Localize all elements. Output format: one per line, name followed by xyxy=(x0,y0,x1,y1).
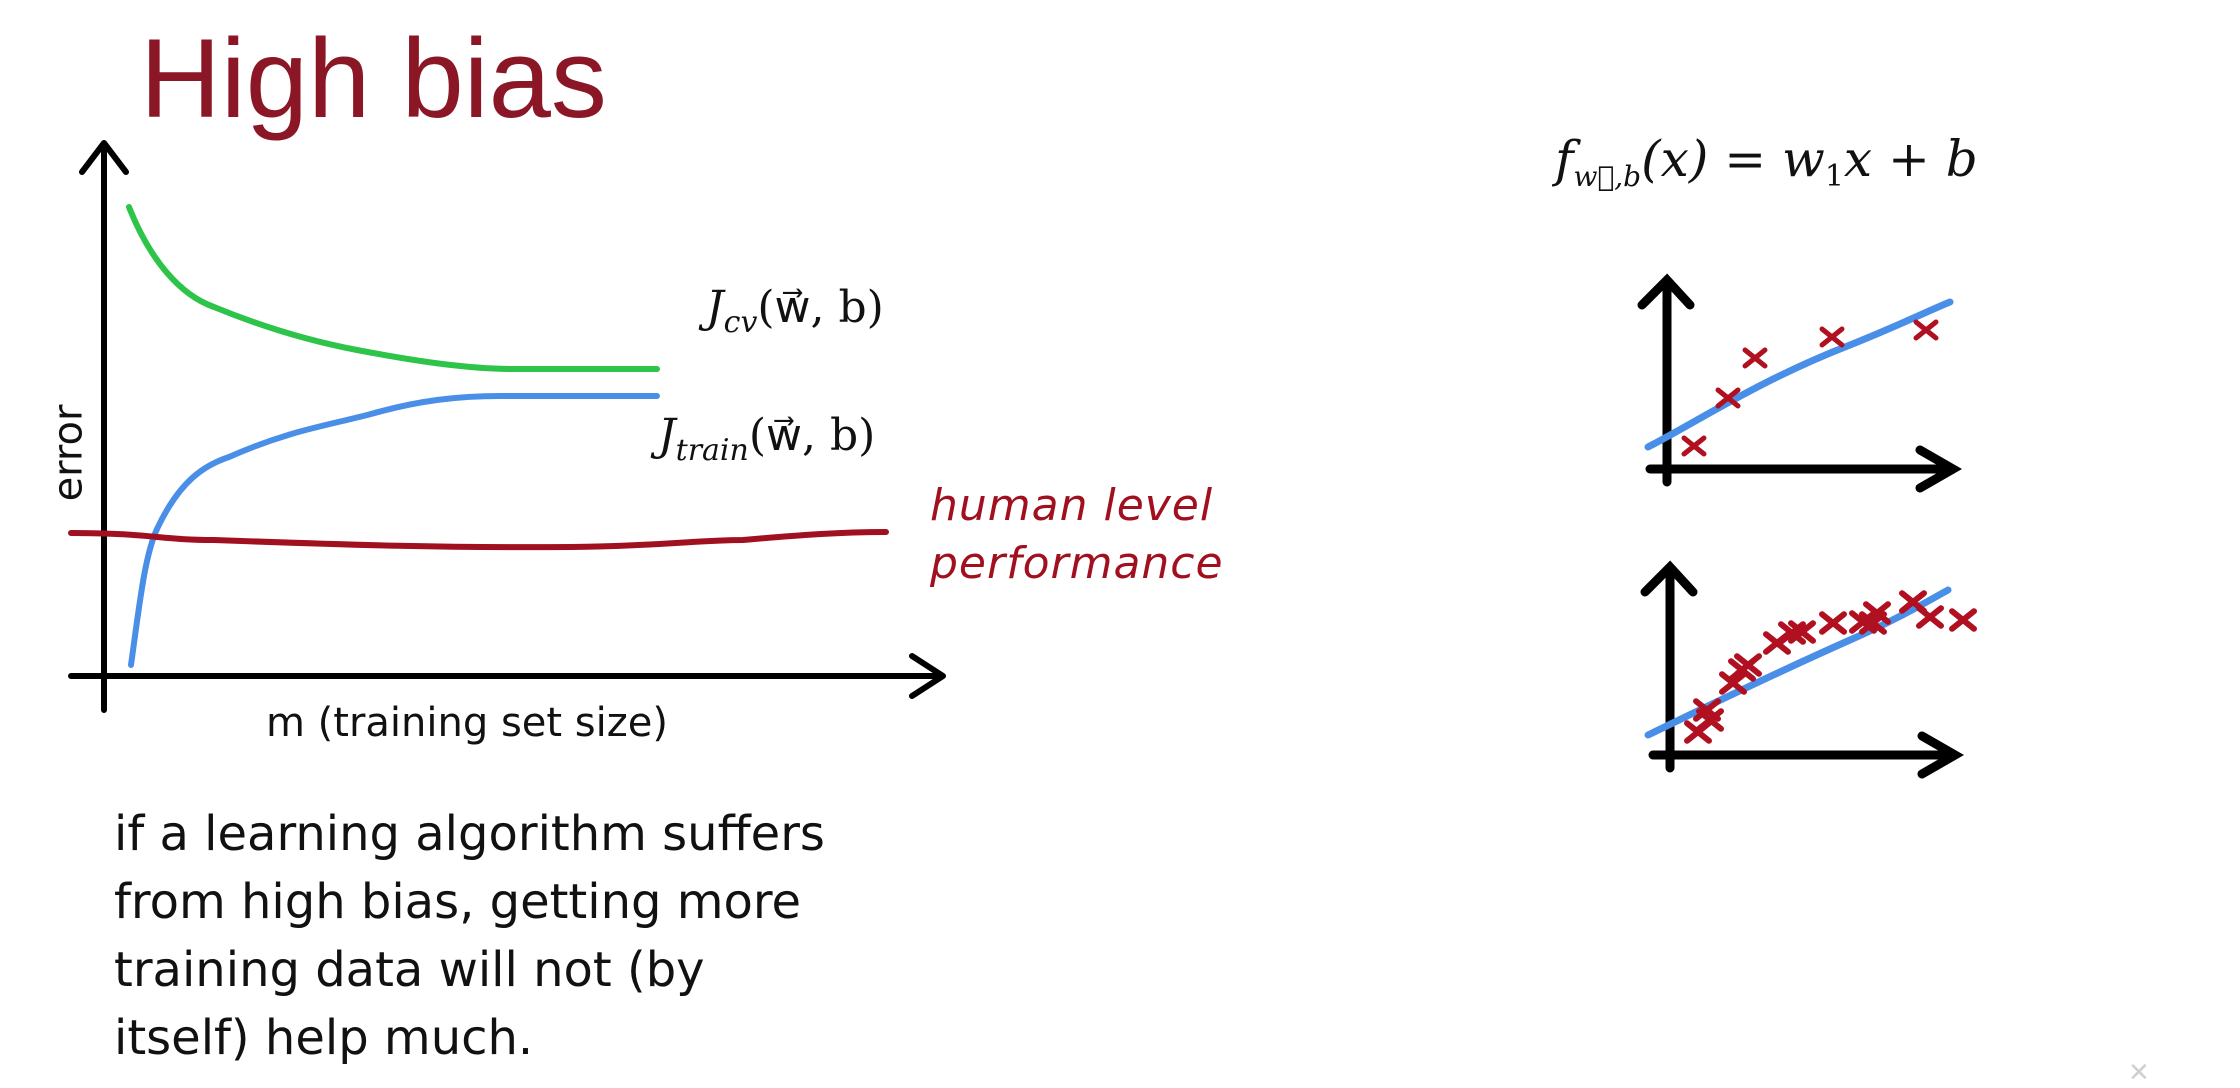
x-axis xyxy=(68,653,946,699)
fit-line xyxy=(1644,298,1954,451)
jcv-subscript: cv xyxy=(723,305,758,340)
data-point-cross xyxy=(1819,611,1847,635)
jcv-args: (w⃗, b) xyxy=(757,282,884,333)
formula-subscript: w⃗,b xyxy=(1573,160,1642,193)
data-point-cross xyxy=(1715,387,1741,409)
data-point-cross xyxy=(1734,653,1762,677)
human-level-line xyxy=(68,529,889,551)
y-axis xyxy=(79,140,129,713)
data-point-cross xyxy=(1681,435,1707,457)
jtrain-symbol: J xyxy=(658,410,676,461)
data-point-cross xyxy=(1693,698,1721,722)
data-points xyxy=(1681,319,1939,457)
data-point-cross xyxy=(1913,319,1939,341)
jtrain-curve xyxy=(128,393,660,668)
y-axis xyxy=(1640,560,1698,773)
formula-f: f xyxy=(1555,130,1574,188)
formula-w-subscript: 1 xyxy=(1824,159,1844,194)
data-point-cross xyxy=(1788,620,1816,644)
formula-tail: x + b xyxy=(1843,130,1978,188)
small-chart-top xyxy=(1637,273,1963,493)
data-point-cross xyxy=(1719,671,1747,695)
conclusion-line: itself) help much. xyxy=(114,1010,534,1066)
x-axis xyxy=(1645,445,1963,493)
conclusion-line: from high bias, getting more xyxy=(114,874,802,930)
slide-title: High bias xyxy=(140,16,607,141)
y-axis xyxy=(1637,273,1695,487)
jtrain-label: Jtrain(w⃗, b) xyxy=(658,410,875,468)
formula-rest: (x) = w xyxy=(1641,130,1825,188)
close-icon[interactable]: ✕ xyxy=(2128,1058,2150,1088)
jtrain-subscript: train xyxy=(675,433,749,468)
data-point-cross xyxy=(1819,326,1845,348)
x-axis-label: m (training set size) xyxy=(266,700,668,746)
model-formula: fw⃗,b(x) = w1x + b xyxy=(1555,130,1978,194)
jcv-curve xyxy=(126,204,660,372)
jcv-symbol: J xyxy=(706,282,724,333)
conclusion-text: if a learning algorithm suffers from hig… xyxy=(114,800,1014,1072)
learning-curve-chart xyxy=(68,140,946,713)
fit-line xyxy=(1644,586,1952,739)
conclusion-line: training data will not (by xyxy=(114,942,705,998)
x-axis xyxy=(1648,731,1965,779)
data-point-cross xyxy=(1863,601,1891,625)
data-points xyxy=(1684,590,1977,744)
human-level-label-line1: human level xyxy=(930,480,1214,531)
human-level-label-line2: performance xyxy=(930,538,1224,589)
conclusion-line: if a learning algorithm suffers xyxy=(114,806,825,862)
y-axis-label: error xyxy=(45,404,92,502)
small-chart-bottom xyxy=(1640,560,1977,779)
data-point-cross xyxy=(1949,608,1977,632)
jtrain-args: (w⃗, b) xyxy=(748,410,876,461)
data-point-cross xyxy=(1916,605,1944,629)
jcv-label: Jcv(w⃗, b) xyxy=(706,282,884,340)
data-point-cross xyxy=(1742,347,1768,369)
